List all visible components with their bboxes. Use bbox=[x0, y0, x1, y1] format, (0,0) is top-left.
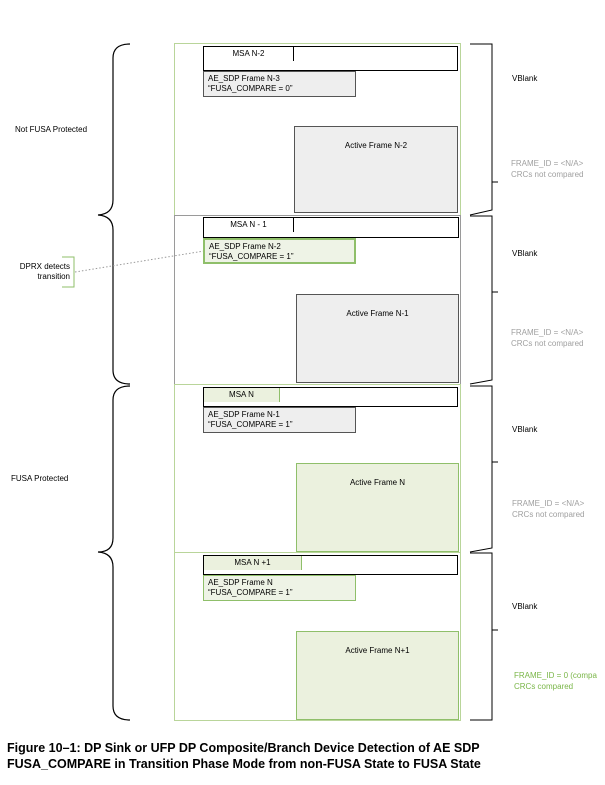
msa-bar-0: MSA N-2 bbox=[203, 46, 458, 71]
msa-text-1: MSA N - 1 bbox=[230, 220, 267, 229]
msa-label-3: MSA N +1 bbox=[204, 556, 302, 570]
sdp-line1-1: AE_SDP Frame N-2 bbox=[209, 242, 281, 251]
sdp-line2-0: “FUSA_COMPARE = 0” bbox=[208, 84, 293, 93]
active-frame-0: Active Frame N-2 bbox=[294, 126, 458, 213]
sdp-line2-2: “FUSA_COMPARE = 1” bbox=[208, 420, 293, 429]
sdp-line2-3: “FUSA_COMPARE = 1” bbox=[208, 588, 293, 597]
vblank-label-0: VBlank bbox=[512, 74, 538, 83]
crc-label-2: CRCs not compared bbox=[512, 510, 585, 519]
frame-id-label-2: FRAME_ID = <N/A> bbox=[512, 499, 585, 508]
dprx-bracket bbox=[62, 256, 75, 288]
frame-id-label-0: FRAME_ID = <N/A> bbox=[511, 159, 584, 168]
vblank-bracket-1 bbox=[469, 43, 498, 216]
active-label-2: Active Frame N bbox=[349, 478, 406, 487]
active-label-1: Active Frame N-1 bbox=[346, 309, 409, 318]
brace-not-fusa bbox=[97, 43, 131, 385]
crc-label-0: CRCs not compared bbox=[511, 170, 584, 179]
frame-id-label-3: FRAME_ID = 0 (compa bbox=[514, 671, 597, 680]
msa-bar-1: MSA N - 1 bbox=[203, 217, 459, 238]
caption-line1: Figure 10–1: DP Sink or UFP DP Composite… bbox=[7, 741, 480, 755]
dprx-callout-line bbox=[74, 250, 205, 273]
msa-label-2: MSA N bbox=[204, 388, 280, 402]
vblank-label-3: VBlank bbox=[512, 602, 538, 611]
vblank-bracket-3 bbox=[469, 385, 498, 553]
active-frame-3: Active Frame N+1 bbox=[296, 631, 459, 720]
active-label-0: Active Frame N-2 bbox=[344, 141, 408, 150]
figure-caption: Figure 10–1: DP Sink or UFP DP Composite… bbox=[7, 740, 597, 772]
dprx-line1: DPRX detects bbox=[19, 262, 70, 271]
active-label-3: Active Frame N+1 bbox=[345, 646, 410, 655]
crc-label-1: CRCs not compared bbox=[511, 339, 584, 348]
sdp-box-3: AE_SDP Frame N “FUSA_COMPARE = 1” bbox=[203, 575, 356, 601]
sdp-line1-2: AE_SDP Frame N-1 bbox=[208, 410, 280, 419]
frame-id-label-1: FRAME_ID = <N/A> bbox=[511, 328, 584, 337]
vblank-label-2: VBlank bbox=[512, 425, 538, 434]
sdp-box-2: AE_SDP Frame N-1 “FUSA_COMPARE = 1” bbox=[203, 407, 356, 433]
msa-label-1: MSA N - 1 bbox=[204, 218, 294, 232]
dprx-line2: transition bbox=[37, 272, 70, 281]
msa-bar-2: MSA N bbox=[203, 387, 458, 407]
msa-text-2: MSA N bbox=[229, 390, 254, 399]
active-frame-2: Active Frame N bbox=[296, 463, 459, 552]
vblank-label-1: VBlank bbox=[512, 249, 538, 258]
caption-line2: FUSA_COMPARE in Transition Phase Mode fr… bbox=[7, 757, 481, 771]
sdp-box-1: AE_SDP Frame N-2 “FUSA_COMPARE = 1” bbox=[203, 238, 356, 264]
not-fusa-label: Not FUSA Protected bbox=[15, 125, 88, 134]
brace-fusa bbox=[97, 385, 131, 721]
vblank-bracket-2 bbox=[469, 215, 498, 385]
fusa-label: FUSA Protected bbox=[11, 474, 69, 483]
sdp-line1-3: AE_SDP Frame N bbox=[208, 578, 273, 587]
active-frame-1: Active Frame N-1 bbox=[296, 294, 459, 383]
crc-label-3: CRCs compared bbox=[514, 682, 574, 691]
sdp-box-0: AE_SDP Frame N-3 “FUSA_COMPARE = 0” bbox=[203, 71, 356, 97]
diagram-lines bbox=[62, 43, 498, 721]
sdp-line2-1: “FUSA_COMPARE = 1” bbox=[209, 252, 294, 261]
sdp-line1-0: AE_SDP Frame N-3 bbox=[208, 74, 280, 83]
msa-text-3: MSA N +1 bbox=[234, 558, 271, 567]
msa-bar-3: MSA N +1 bbox=[203, 555, 458, 575]
vblank-bracket-4 bbox=[470, 552, 498, 721]
msa-text-0: MSA N-2 bbox=[232, 49, 265, 58]
msa-label-0: MSA N-2 bbox=[204, 47, 294, 61]
